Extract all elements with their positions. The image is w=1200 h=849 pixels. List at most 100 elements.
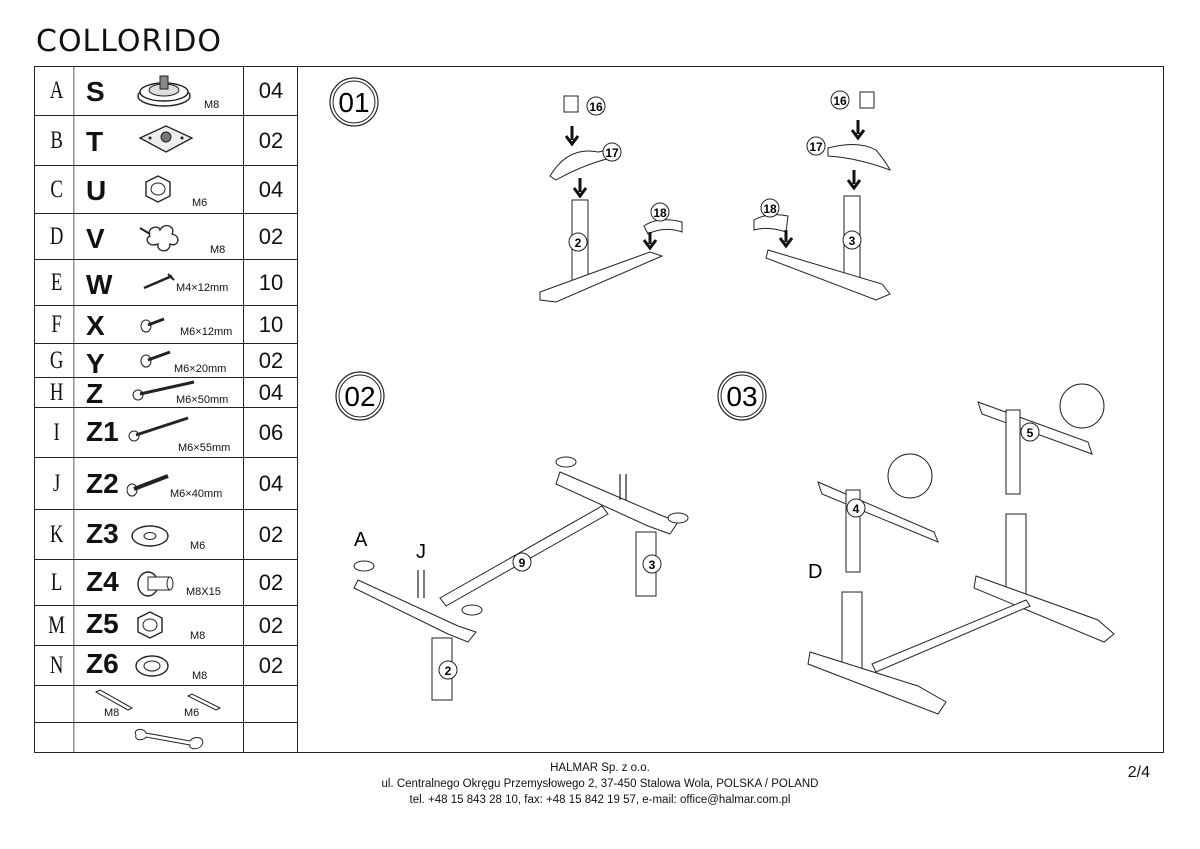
- bolt-icon: [126, 474, 169, 497]
- part-letter: F: [40, 306, 75, 343]
- bolt-icon: [140, 350, 171, 368]
- part-row-k: K Z3 M6 02: [34, 510, 298, 560]
- part-letter: G: [40, 344, 75, 377]
- page-number: 2/4: [1127, 764, 1150, 781]
- callout: 18: [763, 202, 777, 216]
- part-spec: M4×12mm: [176, 282, 229, 294]
- part-code: X: [86, 310, 105, 341]
- part-letter: L: [40, 560, 75, 605]
- part-code: T: [86, 126, 104, 157]
- parts-table: A S M8 04 B T 02 C U M6 04 D V: [34, 66, 298, 753]
- part-spec: M8X15: [186, 586, 221, 598]
- part-spec: M6: [192, 197, 208, 209]
- part-spec: M6: [190, 540, 206, 552]
- part-code: S: [86, 76, 105, 107]
- callout: 2: [445, 664, 452, 678]
- part-letter: N: [40, 646, 75, 685]
- part-letter: B: [40, 116, 75, 165]
- part-spec: M8: [192, 670, 208, 682]
- part-spec: M6×50mm: [176, 394, 229, 406]
- callout: 2: [575, 236, 582, 250]
- footer: HALMAR Sp. z o.o. ul. Centralnego Okręgu…: [0, 760, 1200, 808]
- part-code: Z4: [86, 566, 119, 597]
- part-code: Z5: [86, 608, 119, 639]
- wood-screw-icon: [143, 273, 175, 290]
- part-row-n: N Z6 M8 02: [34, 646, 298, 686]
- tools-row-wrench: [34, 723, 298, 753]
- part-spec: M8: [210, 244, 226, 256]
- long-bolt-icon: [128, 416, 189, 442]
- step-number: 01: [338, 87, 369, 118]
- footer-company: HALMAR Sp. z o.o.: [550, 762, 650, 774]
- part-qty: 04: [243, 458, 298, 509]
- callout: 3: [849, 234, 856, 248]
- assembly-diagrams: 01 16 17 2 18 16 17 3 18: [329, 77, 1115, 715]
- leveling-foot-icon: [137, 75, 191, 107]
- part-spec: M6×40mm: [170, 488, 223, 500]
- part-code: Z3: [86, 518, 119, 549]
- part-code: Z2: [86, 468, 119, 499]
- part-spec: M6×12mm: [180, 326, 233, 338]
- part-letter: I: [40, 408, 75, 457]
- part-spec: M6×55mm: [178, 442, 231, 454]
- callout: 5: [1027, 426, 1034, 440]
- part-qty: 02: [243, 606, 298, 645]
- callout: 16: [589, 100, 603, 114]
- part-qty: 02: [243, 116, 298, 165]
- callout: 9: [519, 556, 526, 570]
- part-row-i: I Z1 M6×55mm 06: [34, 408, 298, 458]
- callout: J: [416, 541, 426, 563]
- part-code: Y: [86, 348, 105, 379]
- part-row-b: B T 02: [34, 116, 298, 166]
- part-qty: 02: [243, 646, 298, 685]
- part-letter: K: [40, 510, 75, 559]
- part-letter: [40, 723, 75, 753]
- footer-contact: tel. +48 15 843 28 10, fax: +48 15 842 1…: [409, 794, 791, 806]
- part-letter: A: [40, 66, 75, 115]
- barrel-nut-icon: [137, 571, 174, 597]
- part-row-m: M Z5 M8 02: [34, 606, 298, 646]
- step-03: 03 5 4 D: [717, 371, 1115, 715]
- step-01: 01 16 17 2 18 16 17 3 18: [329, 77, 892, 303]
- part-code: Z1: [86, 416, 119, 447]
- bolt-icon: [140, 317, 165, 333]
- part-letter: D: [40, 214, 75, 259]
- part-letter: M: [40, 606, 75, 645]
- document-title: COLLORIDO: [36, 24, 222, 59]
- step-number: 02: [344, 381, 375, 412]
- step-02: 02 A J 2 9 3: [335, 371, 689, 701]
- callout: 3: [649, 558, 656, 572]
- hex-nut-icon: [145, 175, 171, 203]
- part-qty: 02: [243, 560, 298, 605]
- callout: 18: [653, 206, 667, 220]
- part-spec: M8: [204, 99, 220, 111]
- callout: D: [808, 561, 822, 583]
- part-qty: 10: [243, 306, 298, 343]
- part-letter: J: [40, 458, 75, 509]
- part-qty: 04: [243, 166, 298, 213]
- part-qty: 02: [243, 344, 298, 377]
- washer-icon: [135, 655, 169, 677]
- part-qty: [243, 686, 298, 722]
- part-row-d: D V M8 02: [34, 214, 298, 260]
- washer-icon: [131, 525, 169, 547]
- step-number: 03: [726, 381, 757, 412]
- hex-nut-icon: [137, 611, 163, 639]
- star-knob-icon: [139, 224, 179, 252]
- part-qty: 04: [243, 66, 298, 115]
- part-qty: 02: [243, 510, 298, 559]
- allen-key-m8-label: M8: [104, 707, 120, 719]
- part-row-g: G Y M6×20mm 02: [34, 344, 298, 379]
- part-qty: 02: [243, 214, 298, 259]
- long-bolt-icon: [132, 380, 195, 401]
- allen-key-icon: [94, 689, 222, 711]
- part-letter: H: [40, 378, 75, 407]
- part-letter: E: [40, 260, 75, 305]
- callout: 4: [853, 502, 860, 516]
- part-qty: [243, 723, 298, 753]
- part-row-h: H Z M6×50mm 04: [34, 378, 298, 409]
- part-letter: C: [40, 166, 75, 213]
- part-row-a: A S M8 04: [34, 66, 298, 116]
- part-code: Z6: [86, 648, 119, 679]
- part-spec: M6×20mm: [174, 363, 227, 375]
